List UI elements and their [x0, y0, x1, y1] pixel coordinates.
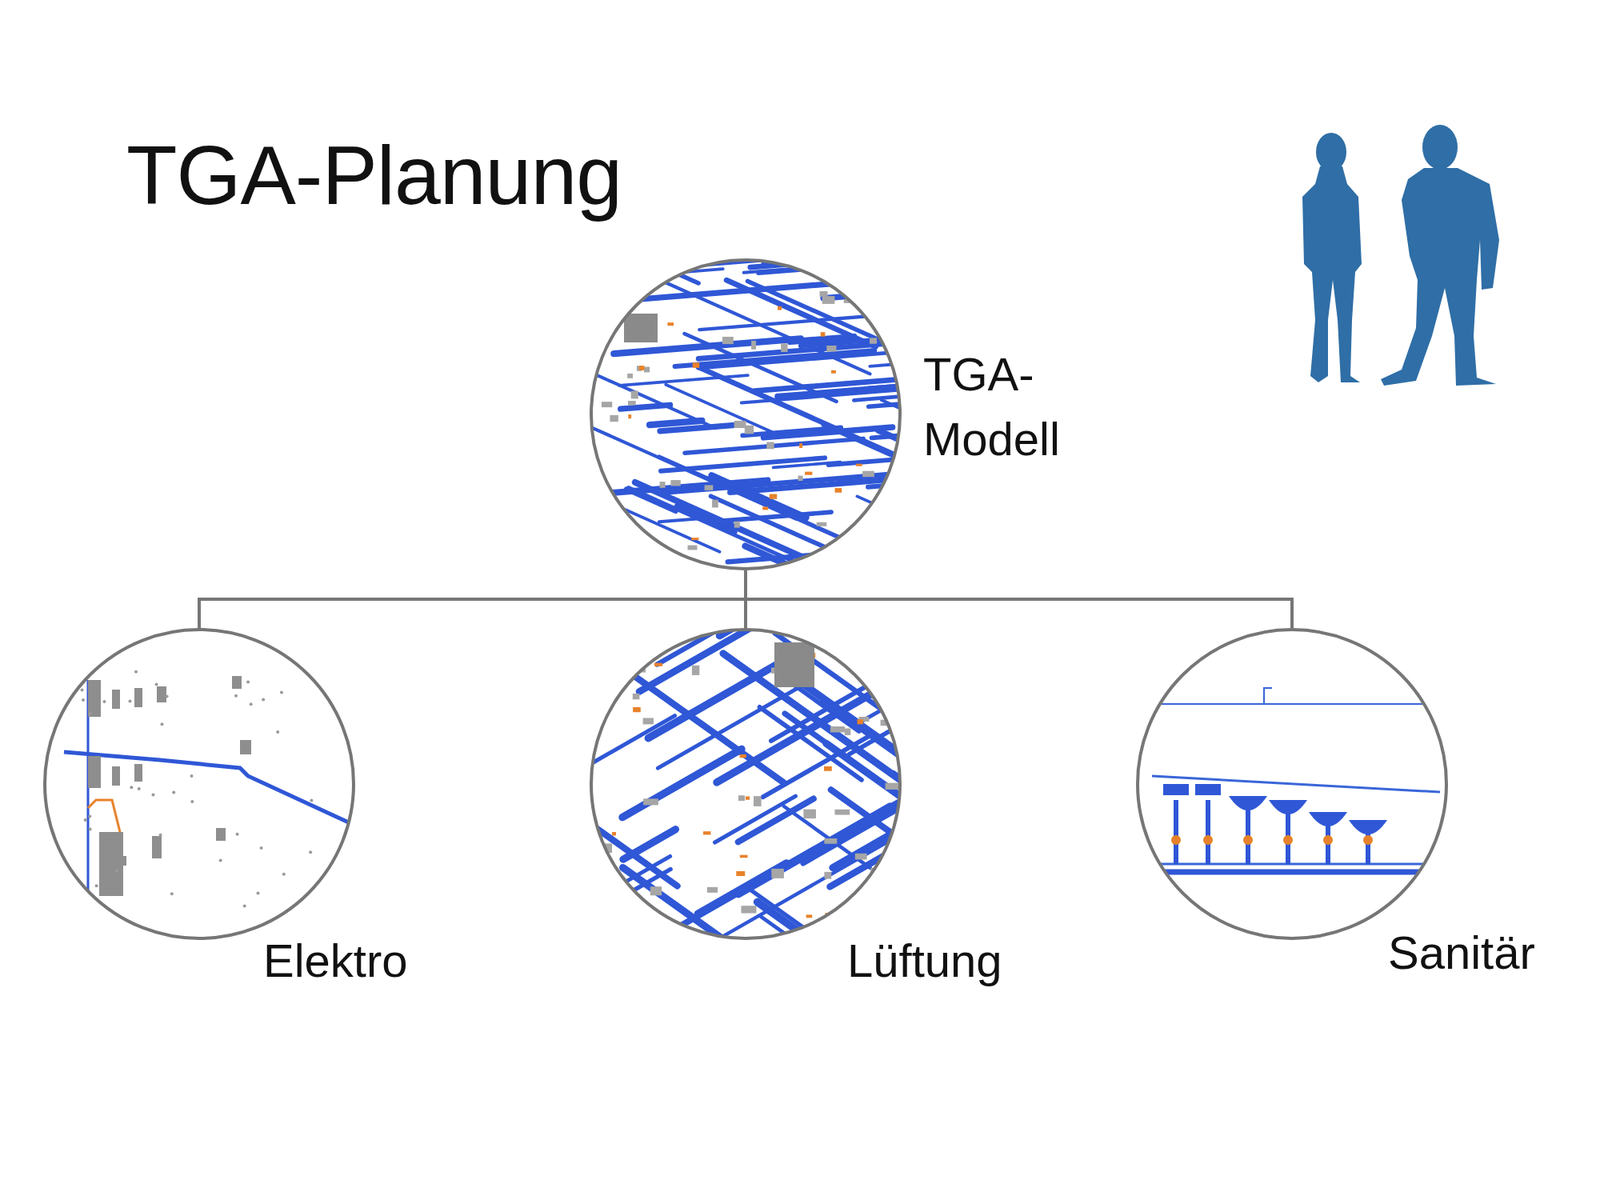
node-label: Elektro: [263, 928, 408, 993]
tree-connector: [745, 570, 1292, 628]
ventilation-picture: [588, 528, 1098, 1096]
electrical-picture: [64, 656, 352, 926]
circle-outline: [43, 628, 356, 940]
circle-outline: [589, 258, 902, 571]
node-circle: Sanitär: [1136, 628, 1448, 940]
sanitary-picture: [1144, 688, 1440, 872]
node-label: TGA- Modell: [923, 341, 1060, 472]
tree-connector: [199, 570, 746, 628]
node-circle: Elektro: [43, 628, 356, 940]
circle-border: [1137, 629, 1447, 939]
node-label: Sanitär: [1388, 920, 1536, 985]
circle-border: [591, 629, 900, 939]
circle-outline: [1136, 628, 1448, 940]
circle-border: [44, 629, 354, 939]
node-circle: TGA- Modell: [589, 258, 902, 571]
circle-border: [591, 260, 900, 569]
tga-model-picture: [588, 253, 1092, 636]
circle-outline: [589, 628, 902, 940]
node-circle: Lüftung: [589, 628, 902, 940]
people-silhouettes: [1302, 124, 1500, 386]
page-title: TGA-Planung: [126, 128, 622, 224]
node-label: Lüftung: [847, 928, 1003, 993]
